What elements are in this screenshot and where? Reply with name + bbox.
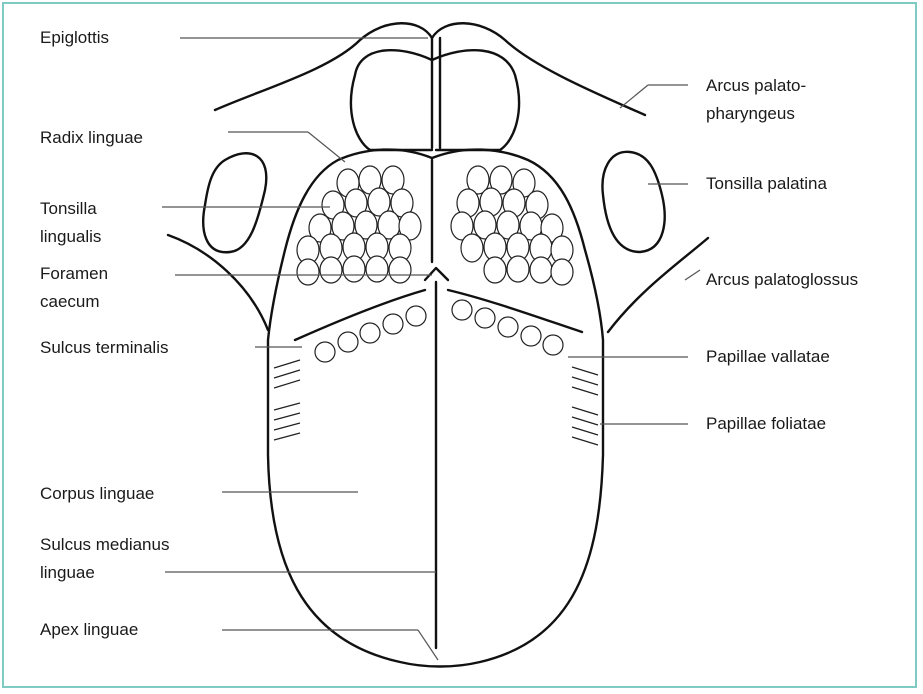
label-arcus-palatopharyngeus-1: Arcus palato- bbox=[706, 74, 806, 98]
label-corpus-linguae: Corpus linguae bbox=[40, 482, 154, 506]
label-foramen-1: Foramen bbox=[40, 262, 108, 286]
label-arcus-palatopharyngeus-2: pharyngeus bbox=[706, 102, 795, 126]
label-radix-linguae: Radix linguae bbox=[40, 126, 143, 150]
papillae-foliatae-left bbox=[274, 360, 300, 440]
label-tonsilla-lingualis-2: lingualis bbox=[40, 225, 101, 249]
label-arcus-palatoglossus: Arcus palatoglossus bbox=[706, 268, 858, 292]
label-tonsilla-palatina: Tonsilla palatina bbox=[706, 172, 827, 196]
tonsilla-palatina-right bbox=[602, 152, 664, 252]
tonsilla-lingualis-right bbox=[451, 166, 573, 285]
label-foramen-2: caecum bbox=[40, 290, 100, 314]
label-papillae-vallatae: Papillae vallatae bbox=[706, 345, 830, 369]
label-epiglottis: Epiglottis bbox=[40, 26, 109, 50]
label-sulcus-terminalis: Sulcus terminalis bbox=[40, 336, 169, 360]
arcus-palatoglossus-left bbox=[168, 235, 268, 330]
foramen-caecum-v bbox=[425, 268, 448, 280]
label-sulcus-medianus-2: linguae bbox=[40, 561, 95, 585]
papillae-vallatae bbox=[315, 300, 563, 362]
epiglottis-shape bbox=[215, 23, 645, 150]
arcus-palatoglossus-right bbox=[608, 238, 708, 332]
label-apex-linguae: Apex linguae bbox=[40, 618, 138, 642]
tonsilla-palatina-left bbox=[203, 153, 266, 252]
papillae-foliatae-right bbox=[572, 367, 598, 445]
label-papillae-foliatae: Papillae foliatae bbox=[706, 412, 826, 436]
label-sulcus-medianus-1: Sulcus medianus bbox=[40, 533, 169, 557]
tonsilla-lingualis-left bbox=[297, 166, 421, 285]
label-tonsilla-lingualis-1: Tonsilla bbox=[40, 197, 97, 221]
